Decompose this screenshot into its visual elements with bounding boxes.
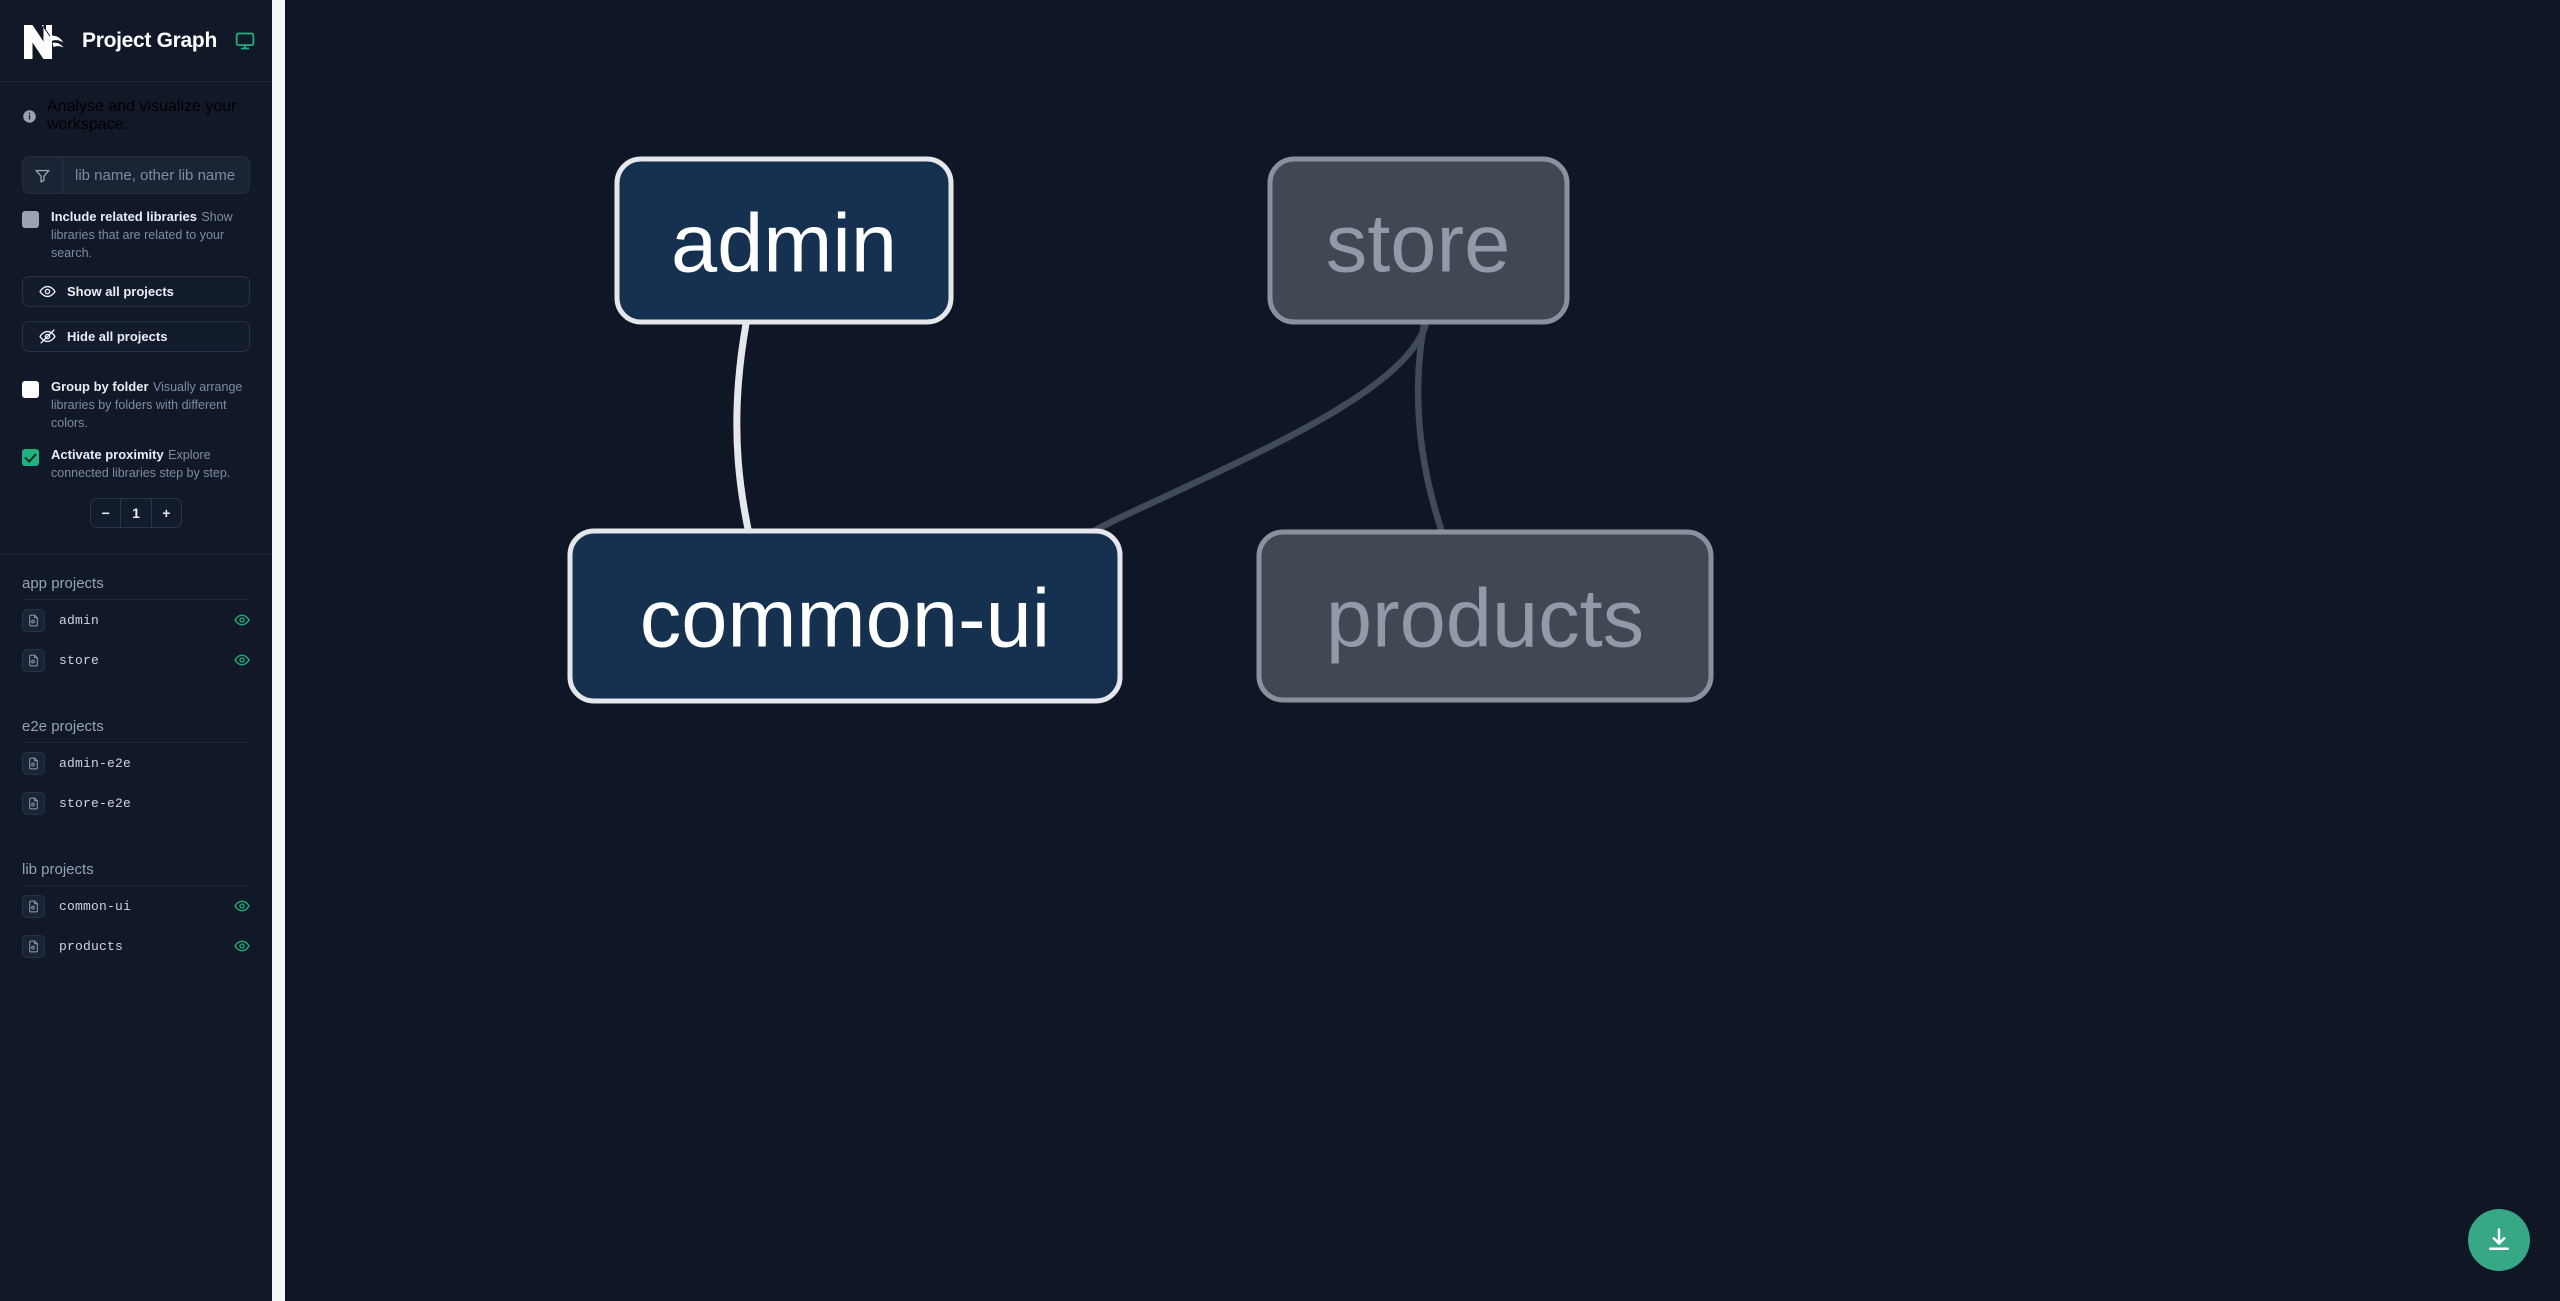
project-name: store-e2e xyxy=(59,795,132,811)
graph-node-common-ui[interactable]: common-ui xyxy=(567,528,1123,704)
eye-icon xyxy=(39,285,56,298)
project-name: products xyxy=(59,938,124,954)
proximity-decrement-button[interactable]: − xyxy=(101,505,110,521)
option-description: Show libraries that are related to your … xyxy=(51,210,233,260)
file-glyph-icon xyxy=(29,757,38,769)
file-icon xyxy=(22,934,45,958)
sidebar-divider xyxy=(0,554,272,555)
graph-node-store[interactable]: store xyxy=(1267,156,1570,325)
page-title: Project Graph xyxy=(82,28,217,52)
info-icon xyxy=(23,109,36,123)
project-list-item-admin-e2e[interactable]: admin-e2e xyxy=(22,743,250,783)
project-list-item-admin[interactable]: admin xyxy=(22,600,250,640)
checkbox-group-by-folder[interactable] xyxy=(22,381,39,398)
option-description: Explore connected libraries step by step… xyxy=(51,448,231,480)
show-all-projects-label: Show all projects xyxy=(67,284,174,299)
node-rect[interactable] xyxy=(1267,156,1570,325)
download-icon xyxy=(2489,1228,2509,1250)
funnel-icon xyxy=(35,169,50,183)
file-glyph-icon xyxy=(29,654,38,666)
option-group-by-folder[interactable]: Group by folder Visually arrange librari… xyxy=(0,352,272,432)
tagline: Analyse and visualize your workspace. xyxy=(0,82,272,134)
file-glyph-icon xyxy=(29,614,38,626)
sidebar-resize-handle[interactable] xyxy=(272,0,285,1301)
eye-icon[interactable] xyxy=(234,898,250,914)
project-name: admin xyxy=(59,612,100,628)
node-label: common-ui xyxy=(640,572,1051,665)
graph-node-admin[interactable]: admin xyxy=(614,156,954,325)
graph-node-products[interactable]: products xyxy=(1256,529,1714,703)
project-name: common-ui xyxy=(59,898,132,914)
hide-all-projects-button[interactable]: Hide all projects xyxy=(22,321,250,352)
tagline-text: Analyse and visualize your workspace. xyxy=(47,98,237,133)
node-label: store xyxy=(1326,197,1511,290)
show-all-projects-button[interactable]: Show all projects xyxy=(22,276,250,307)
monitor-icon[interactable] xyxy=(235,31,255,51)
project-list-item-products[interactable]: products xyxy=(22,926,250,966)
file-glyph-icon xyxy=(29,940,38,952)
project-group-title: lib projects xyxy=(22,841,250,886)
option-label: Group by folder xyxy=(51,379,149,394)
file-glyph-icon xyxy=(29,797,38,809)
node-label: admin xyxy=(671,197,897,290)
download-image-button[interactable] xyxy=(2468,1209,2530,1271)
project-group-app-projects: app projects admin xyxy=(0,555,272,680)
checkbox-activate-proximity[interactable] xyxy=(22,449,39,466)
eye-off-icon xyxy=(39,329,56,344)
nx-logo-icon xyxy=(24,24,64,59)
node-label: products xyxy=(1326,572,1644,665)
project-group-title: e2e projects xyxy=(22,698,250,743)
checkbox-include-related-libraries[interactable] xyxy=(22,211,39,228)
proximity-value: 1 xyxy=(120,499,152,527)
proximity-increment-button[interactable]: + xyxy=(162,505,171,521)
project-list-item-store-e2e[interactable]: store-e2e xyxy=(22,783,250,823)
option-description: Visually arrange libraries by folders wi… xyxy=(51,380,243,430)
option-include-related-libraries[interactable]: Include related libraries Show libraries… xyxy=(0,194,272,262)
file-icon xyxy=(22,648,45,672)
file-icon xyxy=(22,791,45,815)
file-icon xyxy=(22,751,45,775)
node-rect[interactable] xyxy=(1256,529,1714,703)
project-group-title: app projects xyxy=(22,555,250,600)
graph-canvas[interactable]: admin store common-ui products xyxy=(285,0,2560,1301)
eye-icon[interactable] xyxy=(234,612,250,628)
option-label: Activate proximity xyxy=(51,447,164,462)
project-list-item-common-ui[interactable]: common-ui xyxy=(22,886,250,926)
project-group-lib-projects: lib projects common-ui xyxy=(0,841,272,966)
project-name: store xyxy=(59,652,100,668)
option-label: Include related libraries xyxy=(51,209,197,224)
option-activate-proximity[interactable]: Activate proximity Explore connected lib… xyxy=(0,432,272,482)
file-icon xyxy=(22,608,45,632)
proximity-stepper[interactable]: − 1 + xyxy=(90,498,182,528)
hide-all-projects-label: Hide all projects xyxy=(67,329,168,344)
sidebar-header: Project Graph xyxy=(0,0,272,82)
sidebar: Project Graph Analyse and visualize your… xyxy=(0,0,272,1301)
file-icon xyxy=(22,894,45,918)
eye-icon[interactable] xyxy=(234,652,250,668)
project-list-item-store[interactable]: store xyxy=(22,640,250,680)
node-rect[interactable] xyxy=(567,528,1123,704)
project-name: admin-e2e xyxy=(59,755,132,771)
filter-icon-box xyxy=(23,157,63,193)
node-rect[interactable] xyxy=(614,156,954,325)
search-field[interactable] xyxy=(22,156,250,194)
project-graph-svg[interactable]: admin store common-ui products xyxy=(285,0,2560,1301)
file-glyph-icon xyxy=(29,900,38,912)
eye-icon[interactable] xyxy=(234,938,250,954)
search-input[interactable] xyxy=(63,157,249,193)
project-group-e2e-projects: e2e projects admin-e2e xyxy=(0,698,272,823)
